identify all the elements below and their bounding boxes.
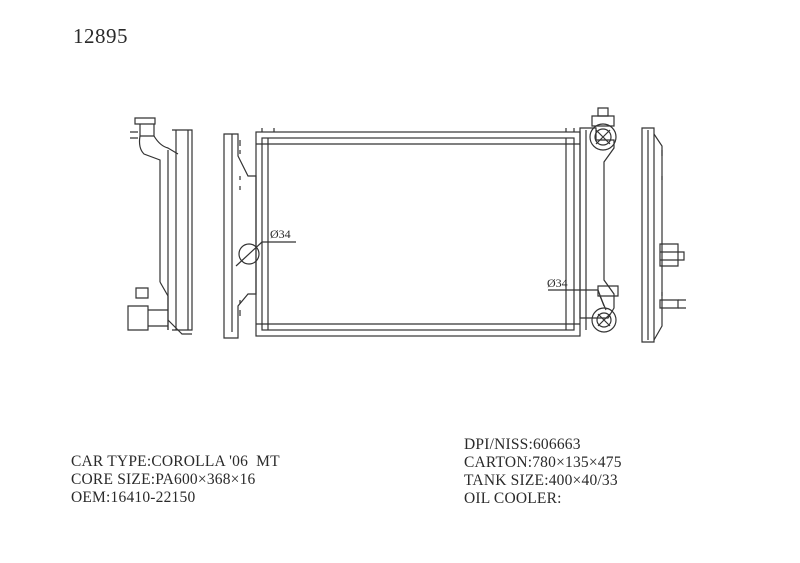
radiator-front-view — [223, 107, 619, 339]
core-size: CORE SIZE:PA600×368×16 — [71, 471, 256, 488]
oem-number: OEM:16410-22150 — [71, 489, 196, 506]
inlet-diameter-label: Ø34 — [270, 227, 291, 241]
outlet-diameter-label: Ø34 — [547, 276, 568, 290]
car-type: CAR TYPE:COROLLA '06 MT — [71, 453, 280, 470]
left-side-view — [127, 117, 193, 335]
dpi-niss: DPI/NISS:606663 — [464, 436, 581, 453]
right-side-view — [641, 127, 686, 343]
part-number: 12895 — [73, 24, 128, 48]
carton-size: CARTON:780×135×475 — [464, 454, 622, 471]
specs-right: DPI/NISS:606663 CARTON:780×135×475 TANK … — [464, 436, 622, 508]
oil-cooler: OIL COOLER: — [464, 490, 562, 507]
tank-size: TANK SIZE:400×40/33 — [464, 472, 618, 489]
specs-left: CAR TYPE:COROLLA '06 MT CORE SIZE:PA600×… — [71, 453, 280, 507]
